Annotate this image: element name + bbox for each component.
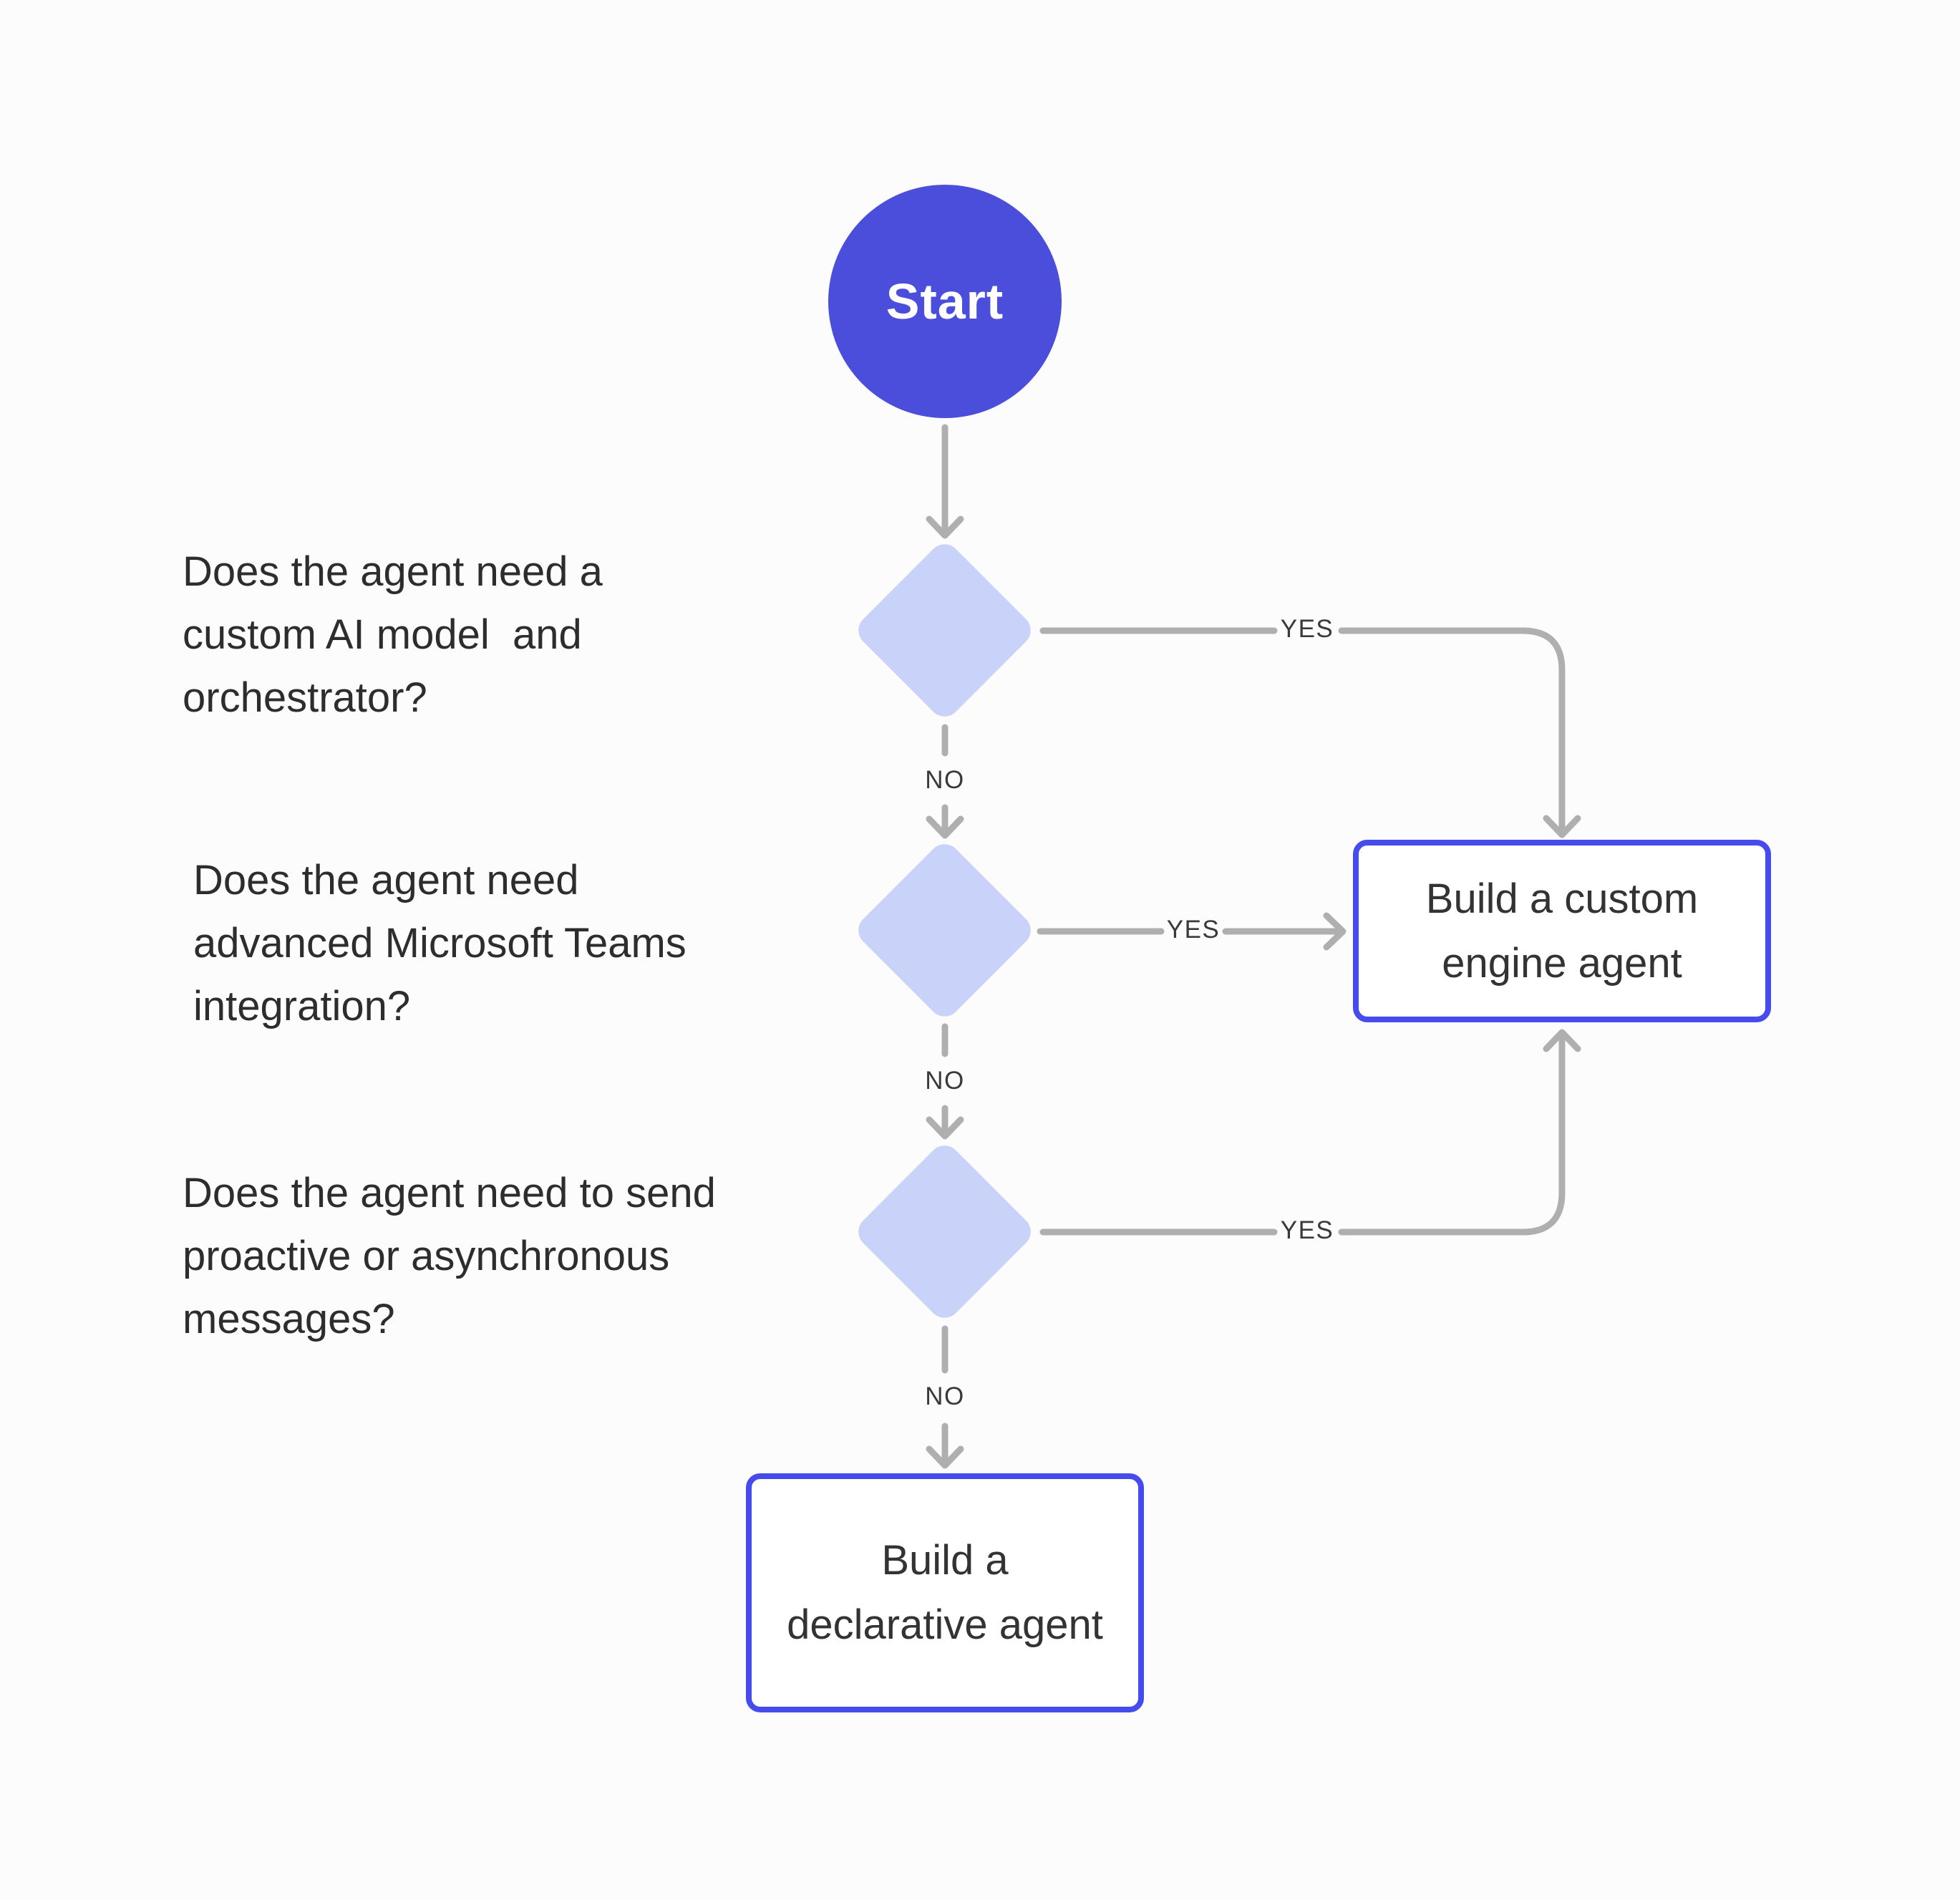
- edge-yes1-arrowhead: [1543, 815, 1581, 838]
- outcome-declarative-label: Build a declarative agent: [787, 1537, 1103, 1648]
- edge-label-no-1: NO: [925, 766, 965, 794]
- edge-yes3-segment-right: [1338, 1034, 1566, 1236]
- edge-label-yes-2: YES: [1166, 916, 1221, 944]
- edge-no3-arrowhead: [926, 1445, 964, 1469]
- start-node-label: Start: [886, 273, 1004, 329]
- question-3-label: Does the agent need to send proactive or…: [183, 1170, 716, 1342]
- edge-label-no-2: NO: [925, 1067, 965, 1095]
- edge-label-no-3: NO: [925, 1382, 965, 1410]
- outcome-declarative-box: Build a declarative agent: [746, 1473, 1144, 1712]
- edge-yes3-arrowhead: [1543, 1029, 1581, 1052]
- outcome-custom-engine-label: Build a custom engine agent: [1425, 875, 1699, 987]
- question-2-label: Does the agent need advanced Microsoft T…: [193, 857, 687, 1029]
- edge-start-to-decision1-arrowhead: [926, 515, 964, 539]
- outcome-custom-engine-box: Build a custom engine agent: [1353, 840, 1771, 1022]
- start-node: Start: [828, 185, 1062, 418]
- edge-no2-arrowhead: [926, 1116, 964, 1140]
- edge-no1-arrowhead: [926, 815, 964, 839]
- edge-yes1-segment-right: [1338, 627, 1566, 834]
- edge-label-yes-3: YES: [1280, 1216, 1334, 1244]
- edge-yes2-arrowhead: [1323, 912, 1347, 951]
- edge-label-yes-1: YES: [1280, 615, 1334, 643]
- question-1-label: Does the agent need a custom AI model an…: [183, 548, 603, 721]
